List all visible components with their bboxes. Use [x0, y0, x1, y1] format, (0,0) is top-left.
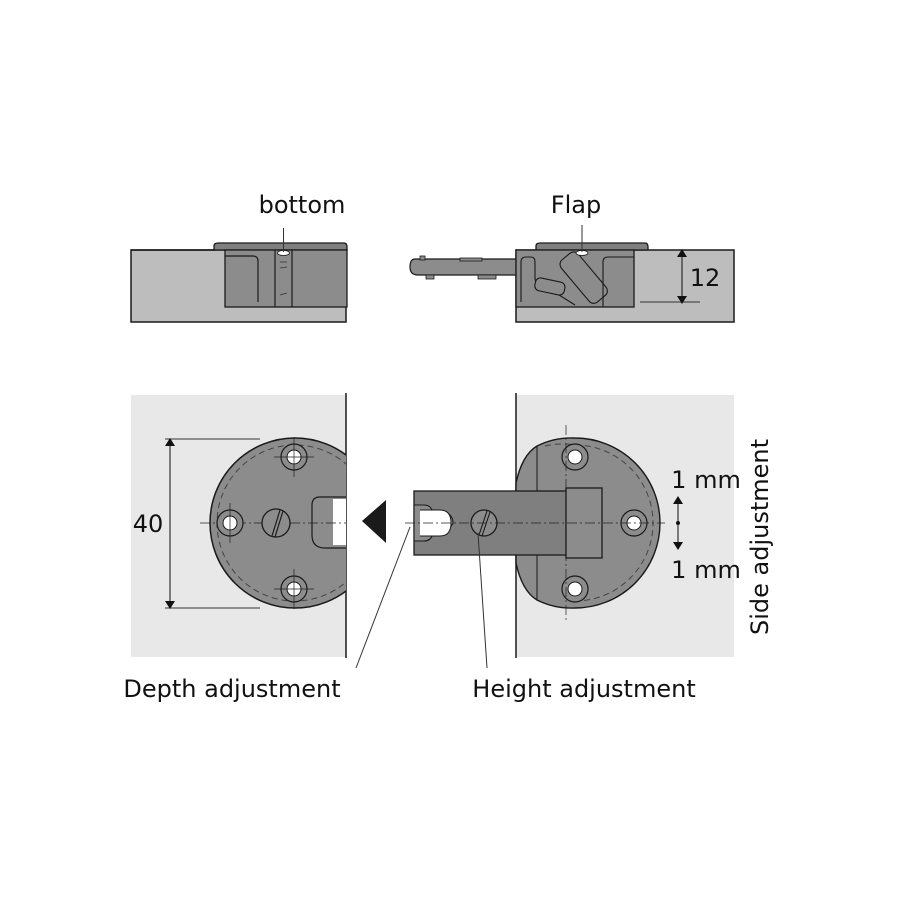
leader-depth	[355, 526, 411, 669]
label-thickness-12: 12	[690, 264, 721, 292]
leader-height	[477, 532, 488, 669]
top-view-arm	[405, 393, 734, 658]
direction-arrow-icon	[362, 500, 386, 543]
label-side-adjustment: Side adjustment	[746, 439, 774, 635]
label-side-up: 1 mm	[671, 466, 741, 494]
label-diameter-40: 40	[133, 510, 164, 538]
label-bottom: bottom	[259, 191, 346, 219]
top-view-cup	[131, 393, 347, 658]
label-flap: Flap	[551, 191, 601, 219]
screw-holes	[216, 437, 314, 609]
label-height-adjustment: Height adjustment	[472, 675, 695, 703]
depth-screw-icon	[261, 508, 291, 538]
side-view-flap	[409, 225, 735, 323]
label-depth-adjustment: Depth adjustment	[123, 675, 340, 703]
side-view-bottom	[130, 228, 348, 323]
label-side-down: 1 mm	[671, 556, 741, 584]
